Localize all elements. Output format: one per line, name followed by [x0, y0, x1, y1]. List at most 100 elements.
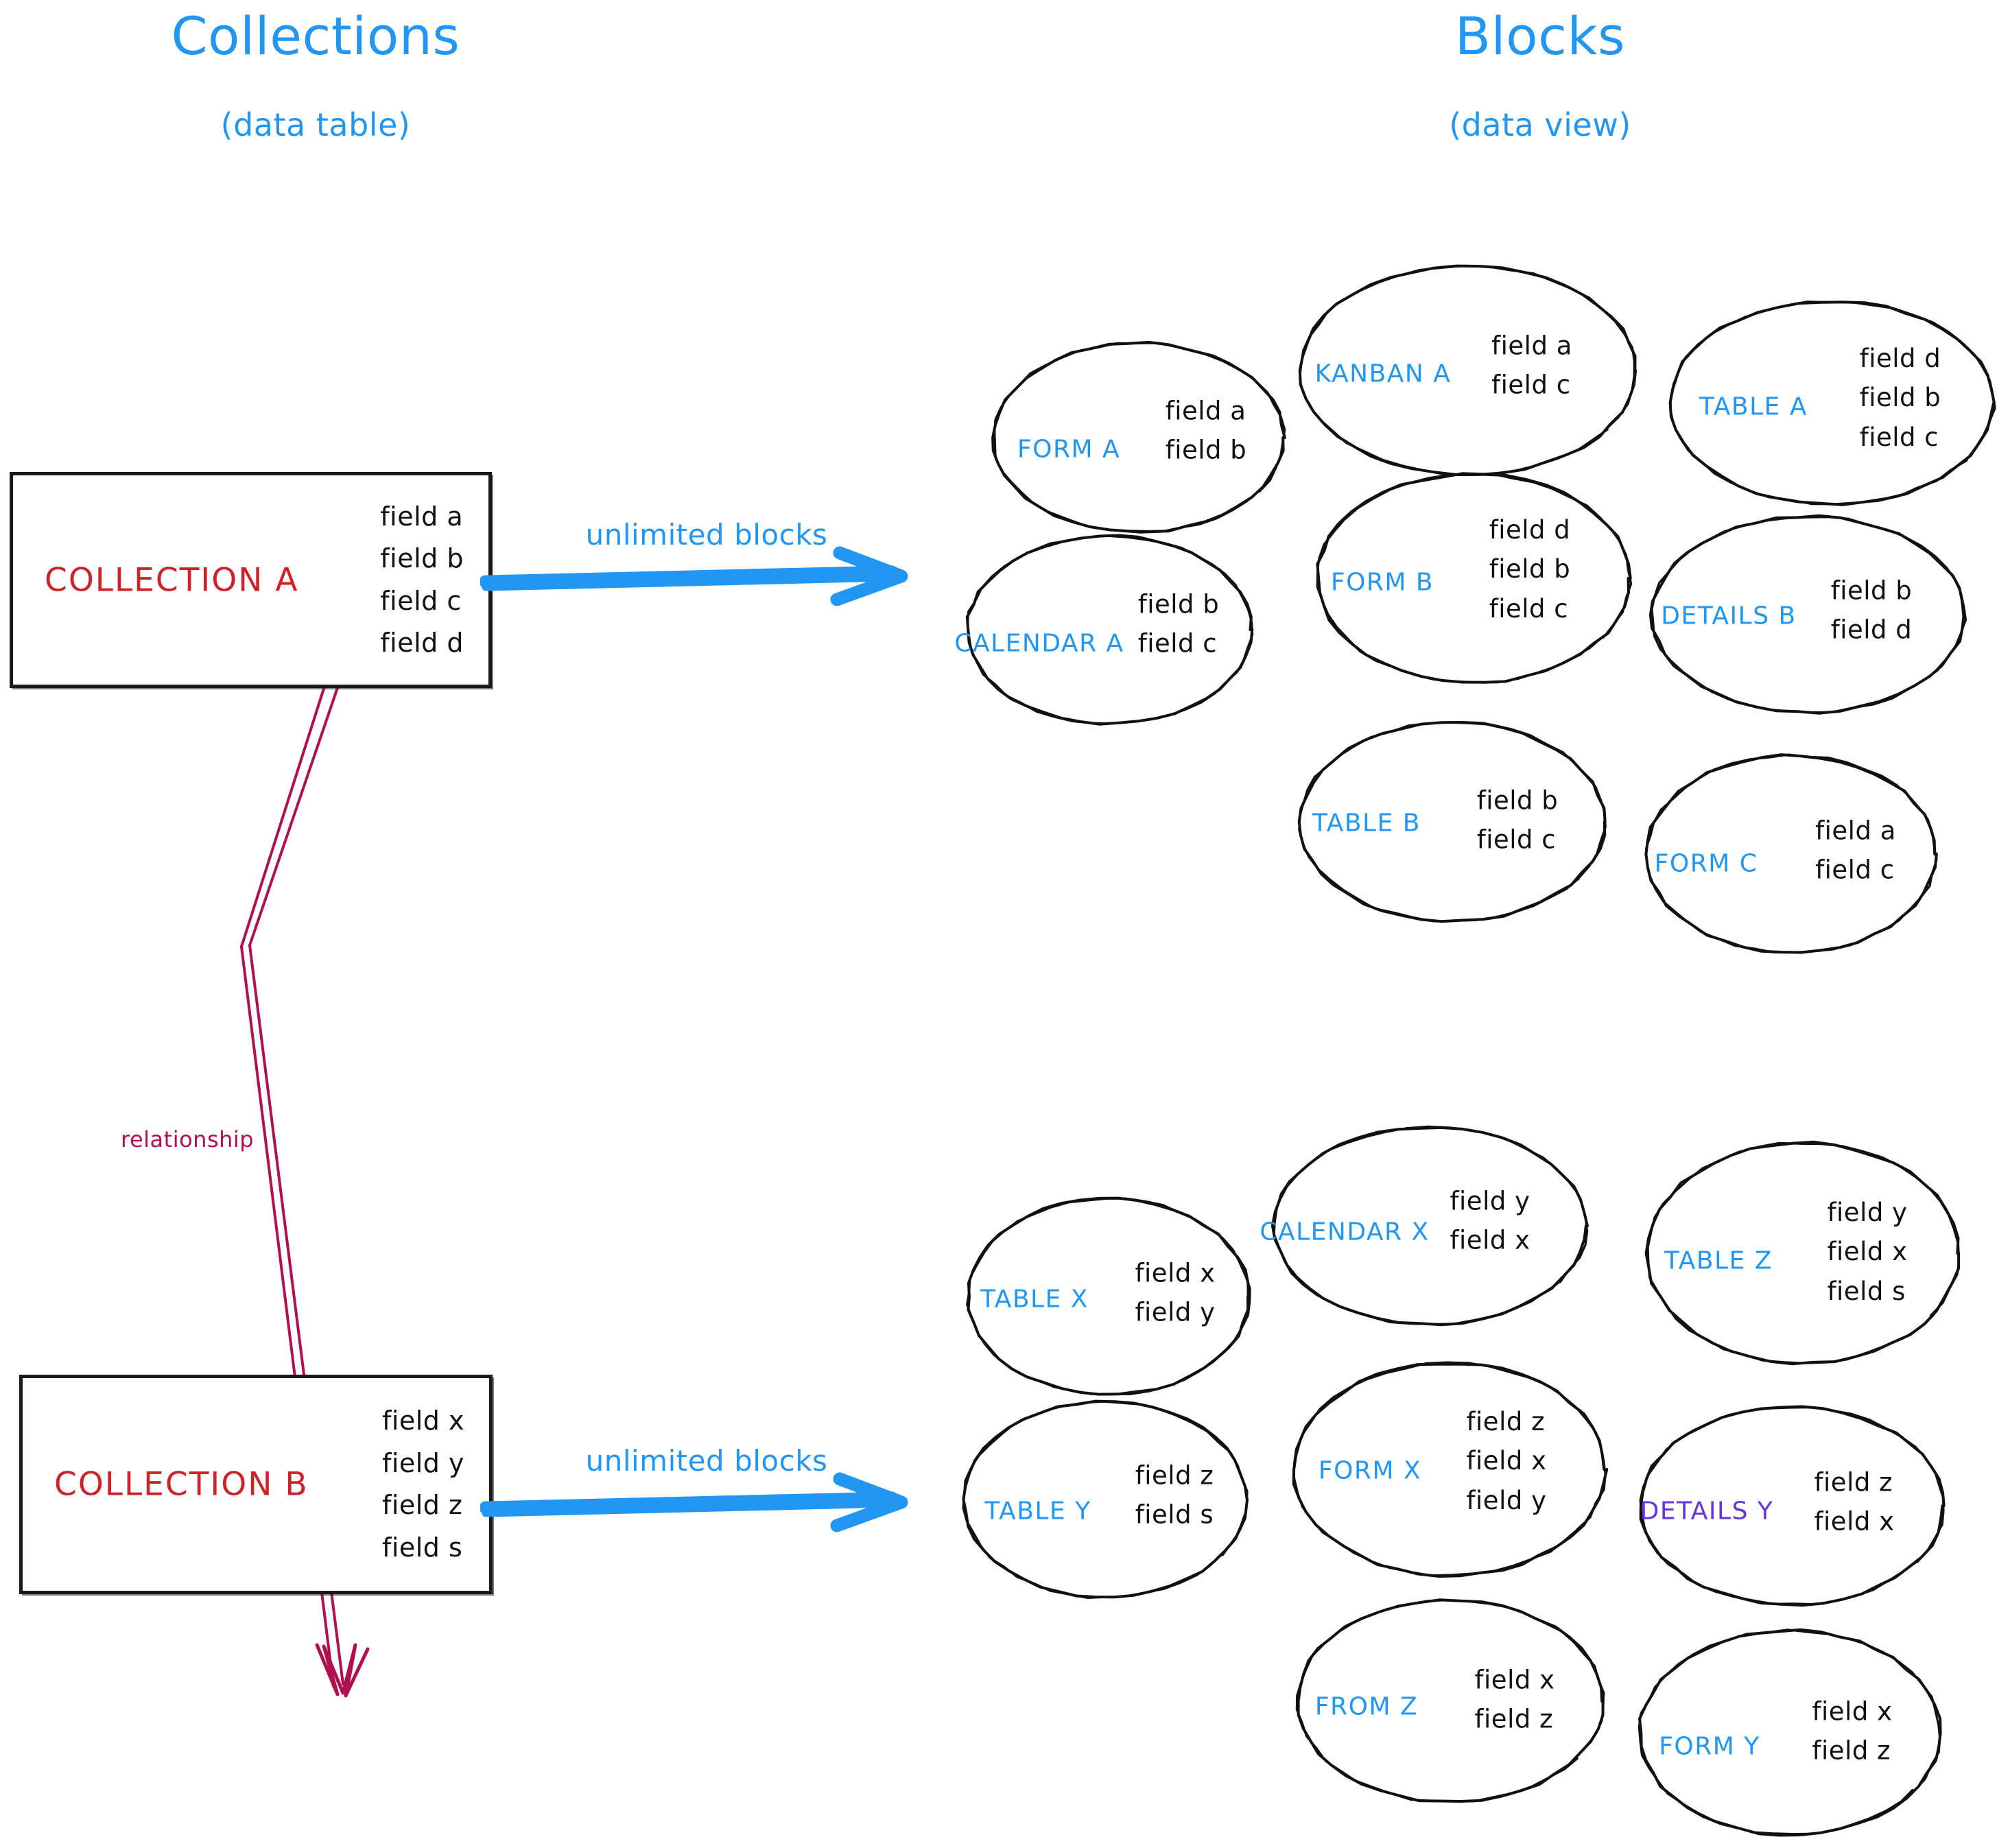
ellipse-outline	[1644, 1140, 1961, 1366]
unlimited-blocks-arrow-b	[480, 1472, 908, 1532]
block-field: field z	[1466, 1406, 1546, 1436]
collection-a-fields: field a field b field c field d	[380, 495, 464, 664]
collection-b-field: field s	[381, 1532, 463, 1563]
block-field: field d	[1859, 343, 1941, 373]
block-field: field y	[1466, 1485, 1547, 1515]
block-ellipse-details-y[interactable]: DETAILS Y field z field x	[1631, 1397, 1953, 1614]
block-name: TABLE B	[1312, 809, 1421, 838]
block-field: field a	[1491, 331, 1572, 361]
block-ellipse-kanban-a[interactable]: KANBAN A field a field c	[1290, 257, 1646, 484]
block-field: field x	[1474, 1665, 1555, 1695]
ellipse-outline	[1639, 1405, 1946, 1607]
collection-b-fields: field x field y field z field s	[382, 1400, 464, 1569]
collection-a-name: COLLECTION A	[45, 561, 299, 599]
unlimited-blocks-label-a: unlimited blocks	[585, 518, 828, 552]
block-name: DETAILS Y	[1640, 1497, 1774, 1526]
collection-b-field: field x	[381, 1405, 464, 1436]
block-name: KANBAN A	[1314, 359, 1452, 388]
block-name: TABLE A	[1699, 392, 1808, 421]
block-field: field b	[1859, 383, 1941, 413]
block-field: field a	[1815, 816, 1896, 846]
unlimited-blocks-label-b: unlimited blocks	[585, 1444, 828, 1478]
block-field: field d	[1489, 514, 1571, 545]
block-field: field z	[1474, 1705, 1554, 1734]
block-field: field z	[1812, 1736, 1891, 1766]
block-name: FORM B	[1330, 568, 1434, 597]
ellipse-outline	[965, 534, 1254, 726]
ellipse-outline	[1270, 1125, 1589, 1327]
block-field: field s	[1827, 1276, 1906, 1306]
block-ellipse-form-a[interactable]: FORM A field a field b	[984, 333, 1294, 542]
block-field-list: field b field d	[1831, 571, 1913, 650]
ellipse-outline	[1668, 300, 1996, 506]
ellipse-outline	[1295, 1598, 1605, 1803]
block-name: TABLE Y	[984, 1497, 1091, 1526]
block-name: TABLE Z	[1664, 1246, 1773, 1275]
block-field: field b	[1489, 554, 1571, 584]
block-name: FROM Z	[1314, 1692, 1419, 1721]
block-ellipse-from-z[interactable]: FROM Z field x field z	[1288, 1591, 1613, 1812]
block-field: field x	[1814, 1507, 1895, 1537]
collection-box-b[interactable]: COLLECTION B field x field y field z fie…	[19, 1375, 493, 1594]
block-ellipse-calendar-a[interactable]: CALENDAR A field b field c	[954, 526, 1261, 733]
ellipse-outline	[1292, 1361, 1609, 1578]
block-field: field x	[1135, 1258, 1216, 1288]
block-field: field b	[1137, 589, 1220, 619]
ellipse-outline	[1297, 720, 1607, 923]
block-name: FORM A	[1017, 435, 1121, 464]
block-field: field x	[1450, 1226, 1530, 1255]
block-field: field a	[1165, 396, 1246, 426]
block-field: field c	[1137, 629, 1218, 659]
collection-a-field: field a	[380, 501, 464, 532]
collection-box-a[interactable]: COLLECTION A field a field b field c fie…	[10, 472, 492, 688]
block-field: field b	[1830, 576, 1913, 606]
block-field-list: field x field y	[1135, 1254, 1216, 1333]
block-field-list: field b field c	[1477, 781, 1559, 860]
block-field-list: field z field x	[1814, 1463, 1895, 1542]
block-field-list: field a field c	[1491, 327, 1572, 405]
collection-b-field: field z	[381, 1490, 463, 1520]
block-field: field z	[1814, 1467, 1893, 1497]
block-field: field c	[1476, 825, 1557, 855]
block-field: field b	[1165, 436, 1247, 465]
ellipse-outline	[991, 340, 1286, 534]
ellipse-outline	[1644, 753, 1938, 954]
collection-a-field: field d	[380, 628, 464, 659]
block-name: FORM C	[1654, 849, 1758, 878]
block-field: field x	[1827, 1237, 1908, 1267]
block-name: CALENDAR A	[954, 629, 1124, 658]
block-field: field b	[1476, 785, 1559, 816]
collection-b-field: field y	[381, 1447, 464, 1478]
ellipse-outline	[1316, 472, 1633, 684]
block-field-list: field x field z	[1475, 1661, 1555, 1740]
block-field: field c	[1491, 370, 1571, 400]
ellipse-outline	[966, 1196, 1251, 1396]
ellipse-outline	[1637, 1628, 1942, 1837]
ellipse-outline	[962, 1399, 1249, 1600]
block-name: TABLE X	[980, 1285, 1089, 1314]
block-name: CALENDAR X	[1260, 1218, 1430, 1246]
block-field: field y	[1135, 1298, 1216, 1327]
block-field: field d	[1830, 615, 1913, 645]
block-ellipse-table-b[interactable]: TABLE B field b field c	[1290, 713, 1614, 931]
page-subtitle-blocks: (data view)	[1449, 106, 1631, 143]
page-title-blocks: Blocks	[1454, 5, 1626, 67]
block-ellipse-table-x[interactable]: TABLE X field x field y	[958, 1189, 1259, 1404]
collection-a-field: field c	[380, 585, 462, 616]
